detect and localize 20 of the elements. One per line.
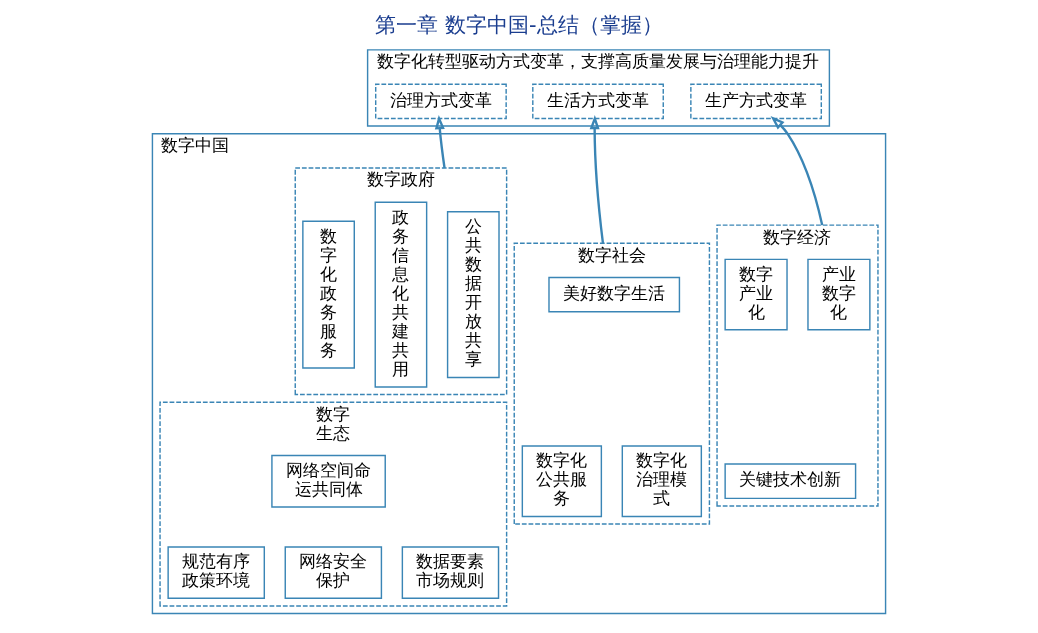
node-box: 关键技术创新 [724,463,857,500]
node-box: 数字产业化 [724,258,788,331]
node-box: 美好数字生活 [548,276,681,313]
node-box: 产业数字化 [807,258,871,331]
node-box: 数字化公共服务 [521,445,603,518]
node-box: 网络安全保护 [284,546,383,600]
diagram-title: 第一章 数字中国-总结（掌握） [375,13,663,38]
node-box: 数字化政务服务 [302,220,355,369]
node-box: 数字化治理模式 [621,445,703,518]
node-box: 公共数据开放共享 [446,211,500,379]
node-box: 数据要素市场规则 [401,546,500,600]
arrow [589,115,605,244]
node-box: 生活方式变革 [532,83,664,120]
node-box: 生产方式变革 [690,83,822,120]
node-box: 网络空间命运共同体 [271,454,386,508]
node-box: 政务信息化共建共用 [374,201,428,388]
arrow [770,116,824,226]
arrow [434,115,446,169]
node-box: 规范有序政策环境 [167,546,265,600]
node-box: 治理方式变革 [375,83,507,120]
